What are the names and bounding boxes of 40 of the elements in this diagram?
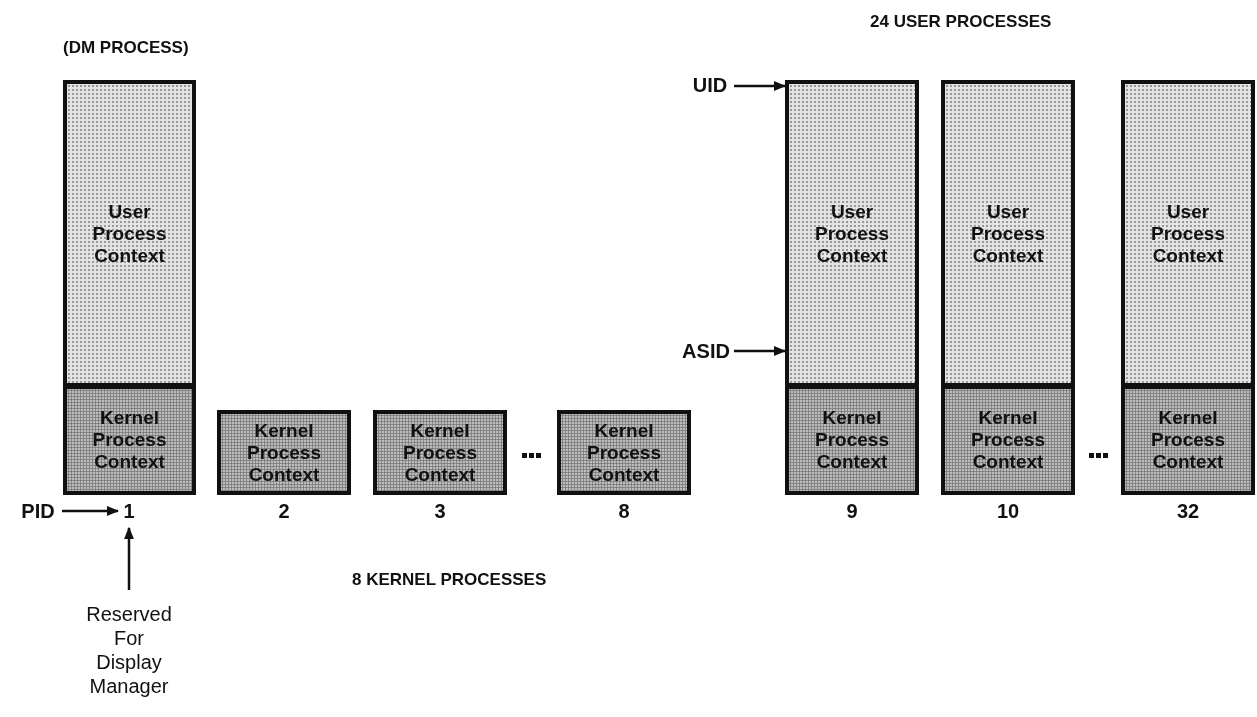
user-context-box: [1121, 80, 1255, 387]
note-text: Reserved For Display Manager: [85, 602, 173, 698]
arrow: [734, 346, 787, 356]
uid-label: UID: [692, 73, 728, 97]
arrow: [734, 81, 787, 91]
context-text: Kernel Process Context: [586, 419, 662, 486]
group-caption: 8 KERNEL PROCESSES: [352, 570, 547, 590]
context-text: Kernel Process Context: [91, 407, 168, 473]
context-text: User Process Context: [814, 200, 890, 267]
process-caption: (DM PROCESS): [63, 38, 189, 58]
pid-number: 3: [434, 500, 446, 523]
pid-number: 1: [123, 499, 135, 523]
arrow: [62, 506, 120, 516]
context-text: Kernel Process Context: [970, 407, 1046, 473]
pid-number: 9: [846, 500, 858, 523]
arrow: [124, 526, 134, 590]
pid-number: 32: [1176, 500, 1200, 523]
user-context-box: [63, 80, 196, 387]
user-context-box: [941, 80, 1075, 387]
kernel-context-box: [373, 410, 507, 495]
pid-number: 2: [278, 500, 290, 523]
kernel-context-box: [941, 385, 1075, 495]
asid-label: ASID: [682, 339, 730, 363]
kernel-context-box: [63, 385, 196, 495]
pid-number: 8: [618, 500, 630, 523]
kernel-context-box: [217, 410, 351, 495]
pid-label: PID: [21, 499, 55, 523]
pid-number: 10: [996, 500, 1020, 523]
context-text: User Process Context: [1150, 200, 1226, 267]
user-context-box: [785, 80, 919, 387]
context-text: Kernel Process Context: [402, 419, 478, 486]
kernel-context-box: [1121, 385, 1255, 495]
context-text: User Process Context: [970, 200, 1046, 267]
context-text: Kernel Process Context: [814, 407, 890, 473]
context-text: User Process Context: [91, 200, 168, 267]
context-text: Kernel Process Context: [246, 419, 322, 486]
kernel-context-box: [785, 385, 919, 495]
context-text: Kernel Process Context: [1150, 407, 1226, 473]
kernel-context-box: [557, 410, 691, 495]
group-caption: 24 USER PROCESSES: [870, 12, 1052, 32]
